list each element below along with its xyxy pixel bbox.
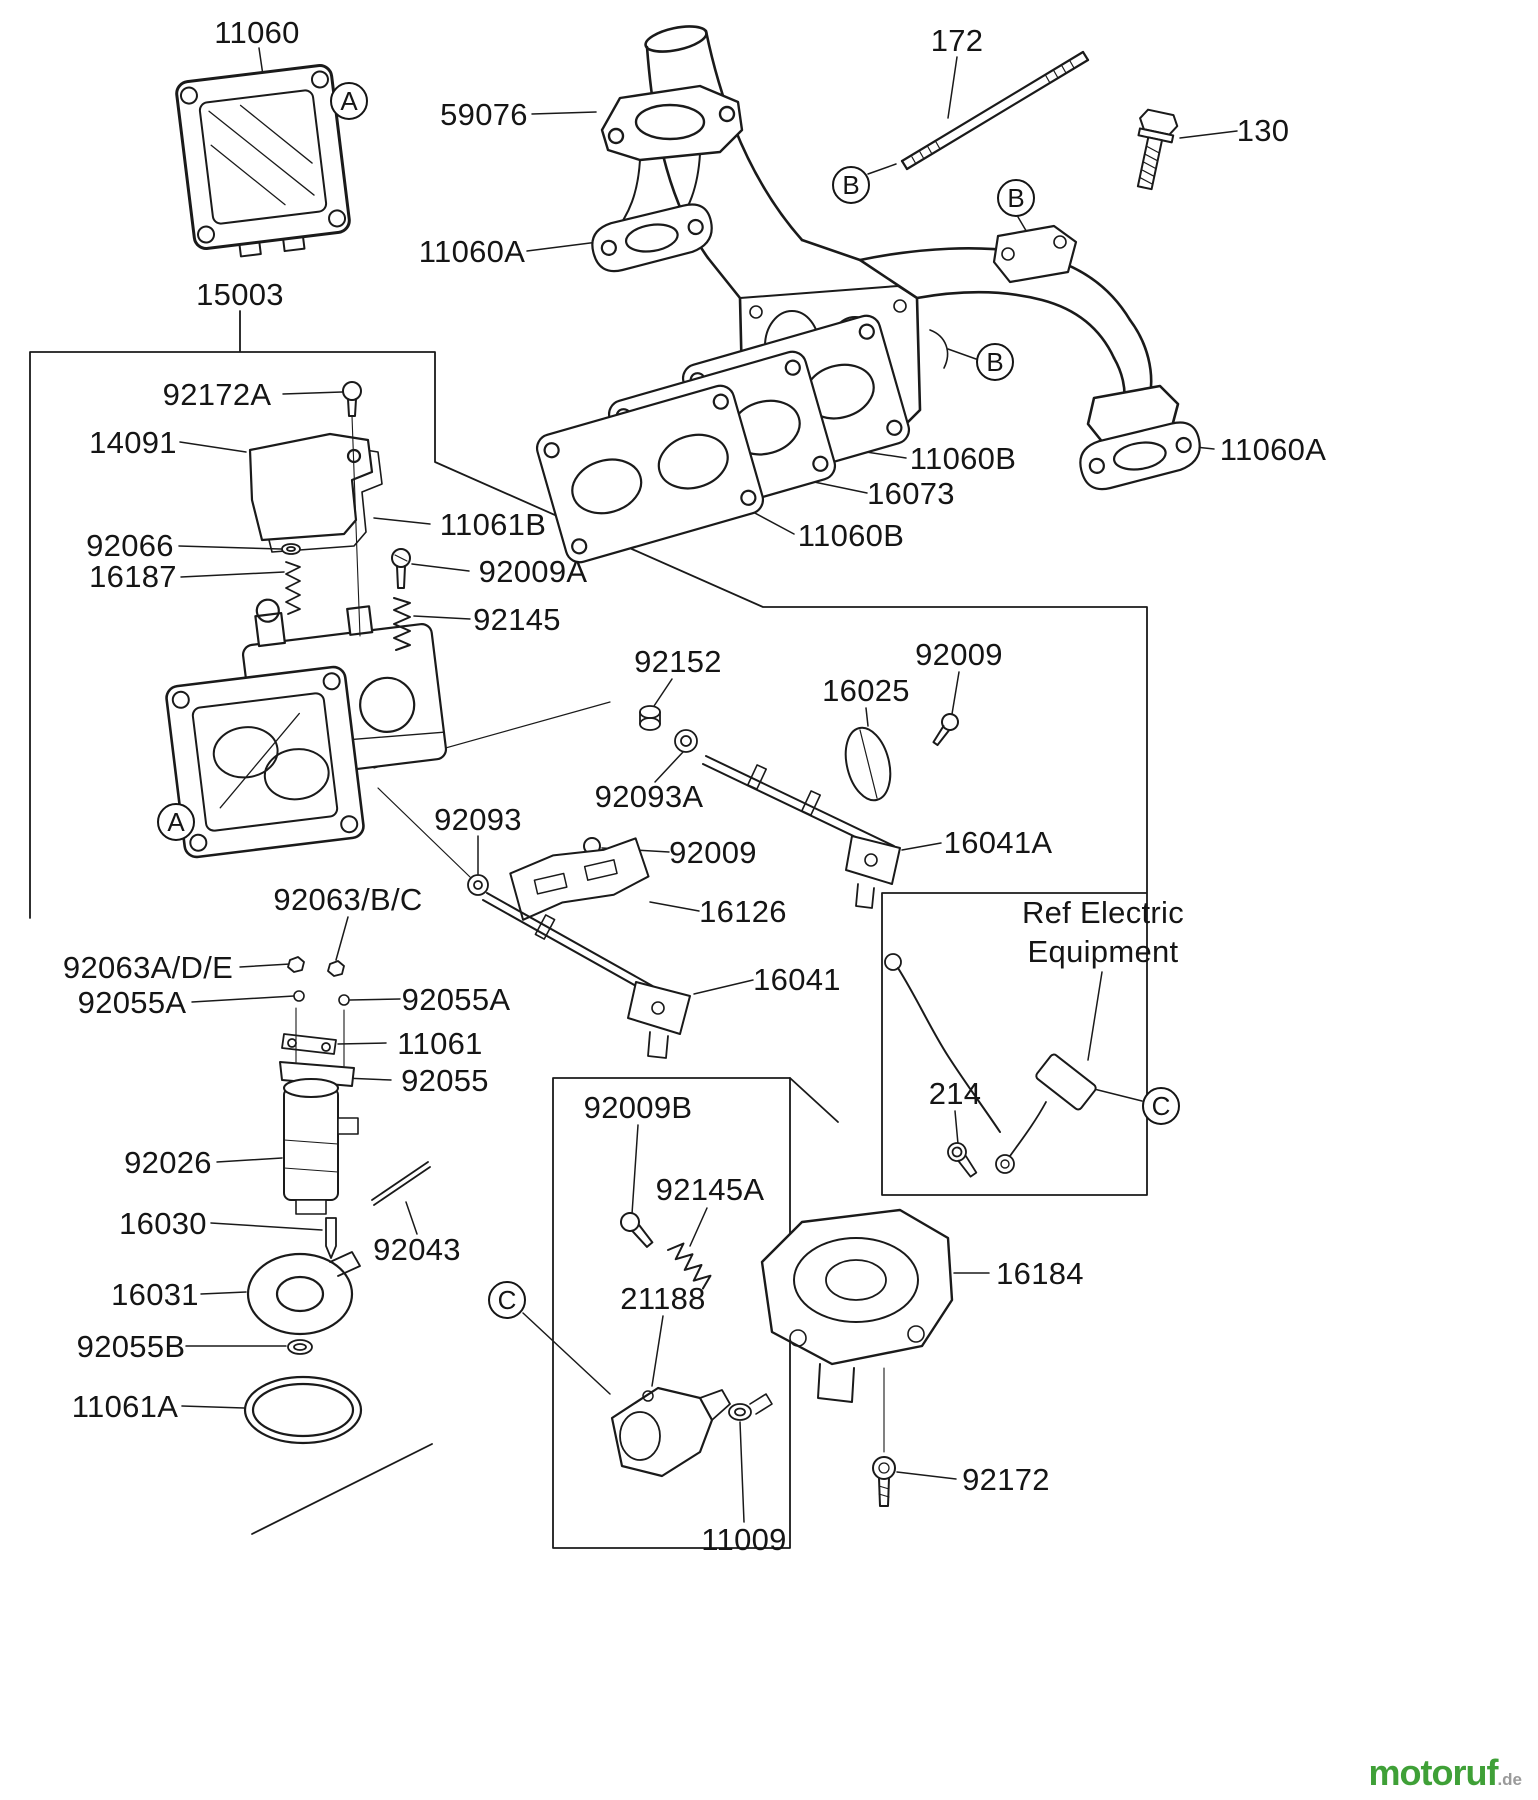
part-label-16031: 16031 [111, 1277, 199, 1312]
part-label-92093a: 92093A [594, 779, 704, 814]
part-label-11060a-left: 11060A [418, 234, 526, 269]
callout-c-solenoid: C [488, 1281, 526, 1319]
nut-92063-pair [287, 956, 345, 977]
part-label-92055b: 92055B [76, 1329, 186, 1364]
washer-92055a-pair [293, 990, 350, 1006]
part-label-214: 214 [928, 1076, 982, 1111]
part-label-11060b-upper: 11060B [909, 441, 1017, 476]
throttle-shaft-16041a-drawing [702, 755, 901, 909]
callout-a-gasket: A [330, 82, 368, 120]
part-label-16073: 16073 [867, 476, 955, 511]
choke-shaft-16041-drawing [482, 892, 691, 1059]
part-label-92172: 92172 [962, 1462, 1050, 1497]
part-label-92043: 92043 [373, 1232, 461, 1267]
part-label-92055: 92055 [401, 1063, 489, 1098]
part-label-11061b: 11061B [439, 507, 547, 542]
screw-92172-drawing [872, 1456, 896, 1507]
spring-16187 [285, 561, 301, 615]
electric-equipment-wire [884, 953, 1097, 1174]
motoruf-logo-text: motoruf [1368, 1752, 1498, 1793]
part-label-11061: 11061 [397, 1026, 483, 1061]
solenoid-21188-drawing [610, 1386, 731, 1478]
screw-92009b-drawing [620, 1212, 654, 1248]
part-label-92009b: 92009B [583, 1090, 693, 1125]
callout-a-carb: A [157, 803, 195, 841]
part-label-92055a-left: 92055A [77, 985, 187, 1020]
bolt-214-drawing [947, 1142, 978, 1178]
part-label-14091: 14091 [89, 425, 177, 460]
gasket-11060a-right [1079, 421, 1201, 491]
motoruf-logo-tld: .de [1497, 1770, 1522, 1789]
part-label-92063bc: 92063/B/C [273, 882, 423, 917]
washer-92093a-drawing [674, 729, 698, 753]
part-label-11009: 11009 [701, 1522, 787, 1557]
gasket-stack [535, 314, 911, 564]
stud-172 [900, 50, 1090, 171]
carburetor-body [165, 598, 448, 859]
part-label-16025: 16025 [822, 673, 910, 708]
nut-92152 [639, 705, 661, 731]
part-label-130: 130 [1236, 113, 1290, 148]
screw-92009a-drawing [391, 548, 411, 589]
assembly-boundary-15003 [29, 310, 1148, 1535]
screw-92172a-drawing [342, 381, 362, 637]
part-label-92055a-right: 92055A [401, 982, 511, 1017]
motoruf-logo[interactable]: motoruf.de [1368, 1752, 1522, 1794]
plate-16126-drawing [509, 837, 650, 921]
bracket-14091-drawing [248, 432, 374, 542]
part-label-16184: 16184 [996, 1256, 1084, 1291]
part-label-92066: 92066 [86, 528, 174, 563]
ref-electric-label-line1: Ref Electric [1021, 895, 1185, 930]
screw-92009-top-drawing [932, 713, 959, 747]
gasket-11061-drawing [281, 1033, 337, 1055]
part-label-11060: 11060 [214, 15, 300, 50]
pin-92043-drawing [371, 1161, 431, 1206]
callout-b-flange: B [997, 179, 1035, 217]
callout-c-electric: C [1142, 1087, 1180, 1125]
valve-16030-drawing [325, 1217, 337, 1259]
bolt-130 [1136, 108, 1179, 191]
washer-92066 [281, 543, 301, 555]
fuel-pump-92026-drawing [279, 1007, 359, 1215]
part-label-92172a: 92172A [162, 377, 272, 412]
part-label-92063ade: 92063A/D/E [62, 950, 234, 985]
callout-b-manifold: B [976, 343, 1014, 381]
oring-92055b-drawing [287, 1339, 313, 1355]
part-label-92009a: 92009A [478, 554, 588, 589]
valve-11009-drawing [728, 1393, 773, 1421]
part-label-11061a: 11061A [71, 1389, 179, 1424]
part-label-59076: 59076 [440, 97, 528, 132]
part-label-21188: 21188 [620, 1281, 706, 1316]
oring-11061a-drawing [243, 1375, 363, 1445]
part-label-92093: 92093 [434, 802, 522, 837]
part-label-92145: 92145 [473, 602, 561, 637]
part-label-11060a-right: 11060A [1219, 432, 1327, 467]
part-label-92009-top: 92009 [915, 637, 1003, 672]
callout-b-stud: B [832, 166, 870, 204]
part-label-15003: 15003 [196, 277, 284, 312]
ref-electric-label-line2: Equipment [1027, 934, 1179, 969]
gasket-11060b-lower-drawing [535, 384, 765, 564]
float-16031-drawing [246, 1251, 361, 1336]
part-label-172: 172 [930, 23, 984, 58]
part-label-16126: 16126 [699, 894, 787, 929]
gasket-11060 [175, 63, 351, 258]
part-label-16187: 16187 [89, 559, 177, 594]
part-label-92009-mid: 92009 [669, 835, 757, 870]
washer-92093-drawing [467, 874, 489, 896]
spring-92145 [393, 597, 411, 651]
part-label-16041: 16041 [753, 962, 841, 997]
part-label-11060b-lower: 11060B [797, 518, 905, 553]
part-label-92026: 92026 [124, 1145, 212, 1180]
part-label-16030: 16030 [119, 1206, 207, 1241]
part-label-92145a: 92145A [655, 1172, 765, 1207]
throttle-plate-16025 [844, 726, 892, 802]
float-bowl-16184-drawing [760, 1208, 954, 1453]
part-label-92152: 92152 [634, 644, 722, 679]
part-label-16041a: 16041A [943, 825, 1053, 860]
gasket-11060a-left [591, 203, 713, 273]
spring-92145a-drawing [667, 1242, 712, 1290]
